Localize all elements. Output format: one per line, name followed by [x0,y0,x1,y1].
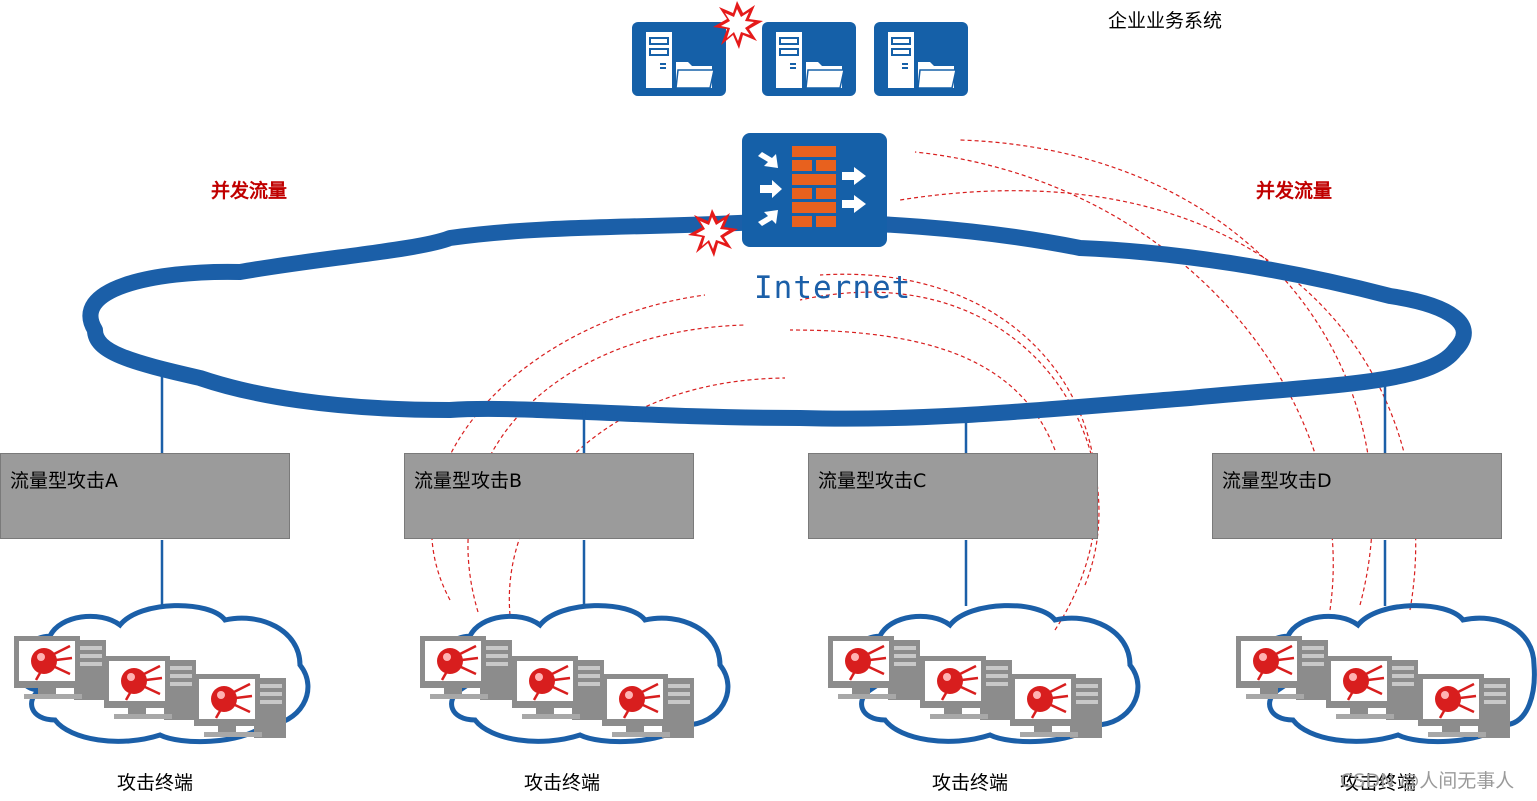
attack-box-d: 流量型攻击D [1212,453,1502,539]
traffic-arc-b-1 [431,294,706,601]
concurrent-traffic-label-right: 并发流量 [1256,180,1333,202]
connectors [160,372,1387,606]
concurrent-traffic-label-left: 并发流量 [211,180,288,202]
enterprise-system-label: 企业业务系统 [1108,10,1223,32]
attack-box-c: 流量型攻击C [808,453,1098,539]
server-folder-icon [631,21,727,97]
attack-box-label: 流量型攻击B [414,470,523,492]
server-folder-icon [873,21,969,97]
terminal-group-label-d: 攻击终端 [1340,772,1417,794]
watermark: CSDN @人间无事人 [1340,770,1515,792]
traffic-arc-d-1 [914,151,1334,611]
terminal-group-label-a: 攻击终端 [117,772,194,794]
attack-box-b: 流量型攻击B [404,453,694,539]
server-folder-icon [761,21,857,97]
traffic-arc-c-2 [799,291,1100,586]
traffic-arc-d-2 [959,139,1374,606]
internet-label: Internet [754,270,912,306]
traffic-arc-c-3 [789,329,1056,451]
terminal-cloud-a [12,603,311,744]
terminal-cloud-c [826,603,1141,744]
traffic-arc-c-1 [819,273,1098,631]
attack-box-label: 流量型攻击C [818,470,927,492]
firewall-icon [688,133,887,257]
traffic-arc-b-3 [508,377,786,616]
attack-box-label: 流量型攻击D [1222,470,1332,492]
internet-cloud [82,213,1472,427]
terminal-cloud-b [418,603,731,744]
attack-box-a: 流量型攻击A [0,453,290,539]
enterprise-servers [631,1,969,97]
terminal-cloud-d [1234,603,1537,744]
terminal-group-label-c: 攻击终端 [932,772,1009,794]
attack-box-label: 流量型攻击A [10,470,118,492]
terminal-group-label-b: 攻击终端 [524,772,601,794]
